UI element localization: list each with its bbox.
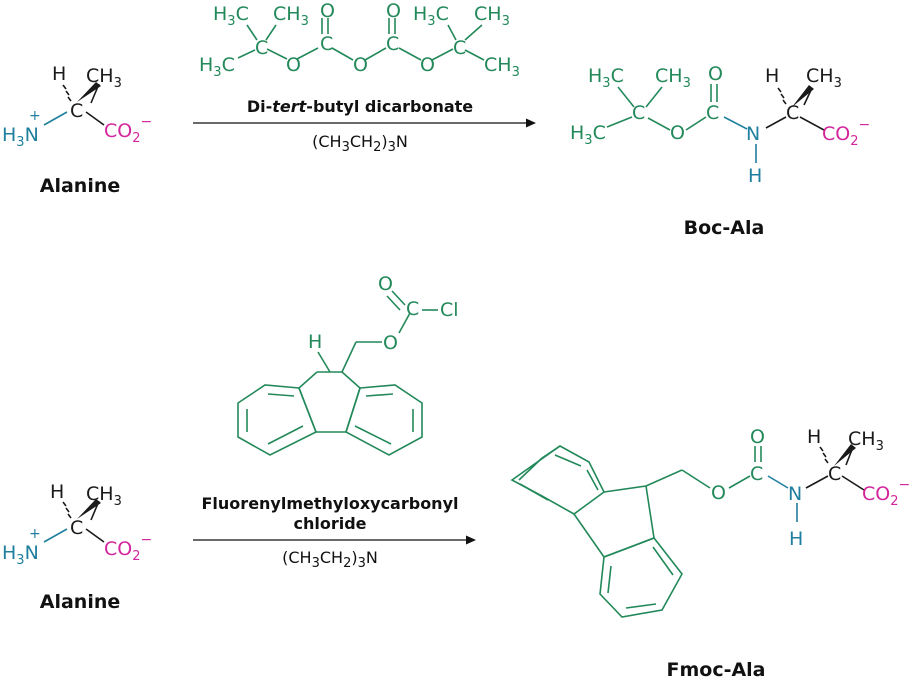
svg-text:+: + [29, 108, 41, 124]
svg-text:O: O [711, 482, 726, 504]
svg-text:CO2−: CO2− [862, 477, 910, 509]
svg-text:CO2−: CO2− [104, 532, 152, 564]
arrowhead-2 [466, 535, 476, 545]
svg-text:H3N: H3N [2, 124, 39, 150]
svg-text:H: H [52, 63, 66, 85]
fmoc-chloride-structure: H O C O Cl [237, 273, 459, 456]
svg-text:C: C [453, 37, 466, 59]
reactant-name-2: Alanine [40, 591, 121, 613]
svg-text:CO2−: CO2− [104, 114, 152, 146]
reagent-name-1: Di-tert-butyl dicarbonate [247, 97, 473, 116]
svg-text:C: C [386, 33, 399, 55]
svg-text:Cl: Cl [440, 299, 459, 321]
svg-text:C: C [786, 102, 799, 124]
alanine-structure-1: H CH3 C + H3N CO2− [2, 63, 152, 150]
boc-anhydride-structure: H3C CH3 H3C C O O C O O C O C H3C CH3 CH… [199, 0, 520, 80]
svg-text:H3C: H3C [199, 54, 235, 80]
svg-text:N: N [788, 483, 802, 505]
conditions-1: (CH3CH2)3N [312, 132, 408, 155]
svg-text:O: O [320, 0, 335, 22]
svg-text:H: H [765, 65, 779, 87]
svg-text:H3C: H3C [588, 65, 624, 91]
reagent-name-2-line1: Fluorenylmethyloxycarbonyl [202, 494, 459, 513]
svg-text:O: O [420, 54, 435, 76]
svg-text:H3C: H3C [213, 3, 249, 29]
boc-ala-structure: H3C CH3 H3C C O O C N H C H CH3 CO2− [570, 63, 870, 187]
svg-text:H: H [50, 481, 64, 503]
svg-text:N: N [746, 123, 760, 145]
svg-text:H3C: H3C [413, 3, 449, 29]
svg-text:+: + [29, 526, 41, 542]
reactant-name-1: Alanine [40, 175, 121, 197]
svg-text:C: C [70, 100, 83, 122]
svg-text:C: C [706, 102, 719, 124]
arrowhead-1 [526, 118, 536, 128]
product-name-2: Fmoc-Ala [666, 659, 765, 681]
svg-text:CH3: CH3 [655, 65, 691, 91]
svg-text:H: H [308, 331, 322, 353]
svg-text:H: H [748, 165, 762, 187]
svg-text:H3C: H3C [570, 122, 606, 148]
svg-text:C: C [255, 37, 268, 59]
svg-text:O: O [383, 332, 398, 354]
product-name-1: Boc-Ala [684, 217, 765, 239]
svg-text:O: O [378, 273, 393, 295]
svg-text:C: C [828, 463, 841, 485]
svg-text:O: O [286, 54, 301, 76]
svg-text:CH3: CH3 [86, 65, 122, 91]
svg-text:CH3: CH3 [848, 428, 884, 454]
svg-text:H: H [807, 426, 821, 448]
svg-text:H3N: H3N [2, 542, 39, 568]
svg-text:CH3: CH3 [484, 54, 520, 80]
svg-text:O: O [353, 54, 368, 76]
svg-text:H: H [789, 528, 803, 550]
svg-text:CO2−: CO2− [822, 117, 870, 149]
svg-text:CH3: CH3 [474, 3, 510, 29]
svg-text:C: C [70, 517, 83, 539]
svg-text:O: O [670, 122, 685, 144]
alanine-structure-2: H CH3 C + H3N CO2− [2, 481, 152, 568]
svg-text:C: C [750, 463, 763, 485]
svg-text:C: C [406, 298, 419, 320]
svg-text:O: O [750, 426, 765, 448]
svg-text:C: C [632, 102, 645, 124]
conditions-2: (CH3CH2)3N [282, 548, 378, 571]
svg-text:O: O [386, 0, 401, 22]
svg-text:O: O [708, 63, 723, 85]
fmoc-ala-structure: O O C N H C H CH3 CO2− [510, 426, 910, 618]
svg-text:C: C [320, 33, 333, 55]
svg-text:CH3: CH3 [806, 65, 842, 91]
reagent-name-2-line2: chloride [293, 514, 366, 533]
svg-text:CH3: CH3 [86, 483, 122, 509]
svg-text:CH3: CH3 [273, 3, 309, 29]
